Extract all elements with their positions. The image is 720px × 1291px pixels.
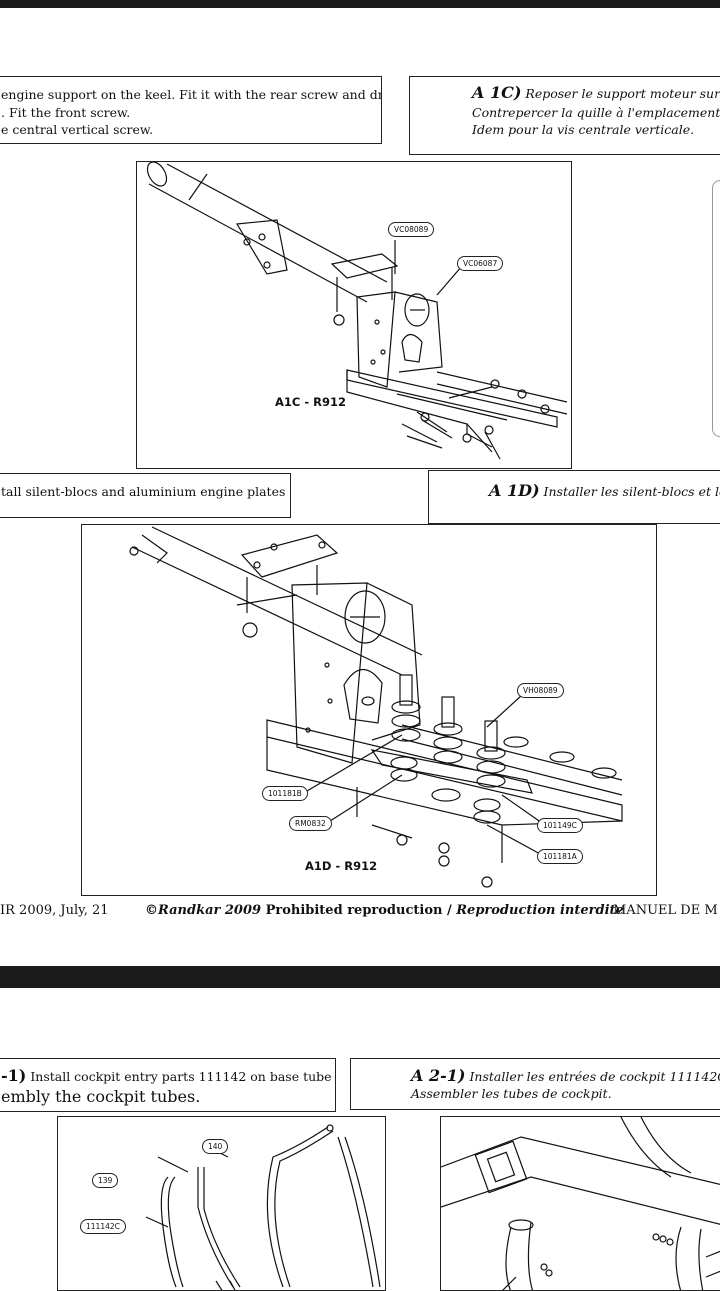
footer-manual: MANUEL DE M (613, 903, 718, 918)
a1d-fr-code: A 1D) (489, 481, 540, 500)
side-panel-edge (712, 180, 720, 437)
a21-french-box: A 2-1) Installer les entrées de cockpit … (350, 1058, 720, 1110)
a1c-fr-line2: Contrepercer la quille à l'emplacement d… (472, 105, 720, 120)
a1c-english-box: engine support on the keel. Fit it with … (0, 76, 382, 144)
footer-copyright: ©Randkar 2009 Prohibited reproduction / … (145, 903, 624, 918)
figure-cockpit-entry (440, 1116, 720, 1291)
figure-cockpit-tubes: 140 139 111142C (57, 1116, 386, 1291)
footer-randkar: ©Randkar 2009 (145, 903, 262, 918)
a1d-drawing (129, 526, 623, 888)
footer-date: IR 2009, July, 21 (0, 903, 109, 918)
callout-101181a: 101181A (537, 849, 583, 864)
callout-101149c: 101149C (537, 818, 583, 833)
a21-fr-line2: Assembler les tubes de cockpit. (411, 1086, 612, 1101)
page-separator-bar (0, 966, 720, 988)
figure-a1c: A1C - R912 VC08089 VC06087 (136, 161, 572, 469)
top-dark-bar (0, 0, 720, 8)
a1c-en-line2: . Fit the front screw. (1, 105, 131, 120)
footer-prohibited: Prohibited reproduction / (261, 903, 457, 918)
a1c-drawing (146, 162, 568, 460)
a1c-figure-label: A1C - R912 (275, 395, 346, 409)
footer-interdite: Reproduction interdite (456, 903, 624, 918)
cockpit-entry-drawing (441, 1117, 720, 1290)
a1c-fr-line3: Idem pour la vis centrale verticale. (472, 122, 695, 137)
a1c-fr-line1: A 1C) Reposer le support moteur sur la (472, 85, 720, 102)
a21-english-box: -1) Install cockpit entry parts 111142 o… (0, 1058, 336, 1112)
a1c-en-line1: engine support on the keel. Fit it with … (1, 87, 382, 102)
a21-fr-text1: Installer les entrées de cockpit 111142C… (469, 1069, 720, 1084)
a21-fr-code: A 2-1) (411, 1066, 466, 1085)
callout-101181b: 101181B (262, 786, 308, 801)
callout-vc06087: VC06087 (457, 256, 504, 271)
a21-en-line2: embly the cockpit tubes. (1, 1087, 201, 1106)
a1d-figure-label: A1D - R912 (305, 859, 378, 873)
a21-en-line1: -1) Install cockpit entry parts 111142 o… (1, 1066, 336, 1085)
a1d-en-line1: tall silent-blocs and aluminium engine p… (1, 484, 286, 499)
a1c-fr-text1: Reposer le support moteur sur la (525, 86, 720, 101)
callout-111142c: 111142C (80, 1219, 126, 1234)
a1c-fr-code: A 1C) (472, 83, 522, 102)
a21-en-text1: Install cockpit entry parts 111142 on ba… (30, 1069, 336, 1084)
a21-fr-line1: A 2-1) Installer les entrées de cockpit … (411, 1068, 720, 1085)
a1c-en-line3: e central vertical screw. (1, 122, 154, 137)
callout-vc08089: VC08089 (388, 222, 435, 237)
a21-en-code: -1) (1, 1066, 27, 1085)
a1d-english-box: tall silent-blocs and aluminium engine p… (0, 473, 291, 518)
figure-a1d: A1D - R912 VH08089 101181B RM0832 101149… (81, 524, 657, 896)
callout-rm0832: RM0832 (289, 816, 332, 831)
callout-140: 140 (202, 1139, 229, 1154)
callout-139: 139 (92, 1173, 119, 1188)
a1d-fr-text1: Installer les silent-blocs et les (543, 484, 720, 499)
callout-vh08089: VH08089 (517, 683, 564, 698)
a1d-french-box: A 1D) Installer les silent-blocs et les (428, 470, 720, 524)
a1d-fr-line1: A 1D) Installer les silent-blocs et les (489, 483, 720, 500)
a1c-french-box: A 1C) Reposer le support moteur sur la C… (409, 76, 720, 155)
